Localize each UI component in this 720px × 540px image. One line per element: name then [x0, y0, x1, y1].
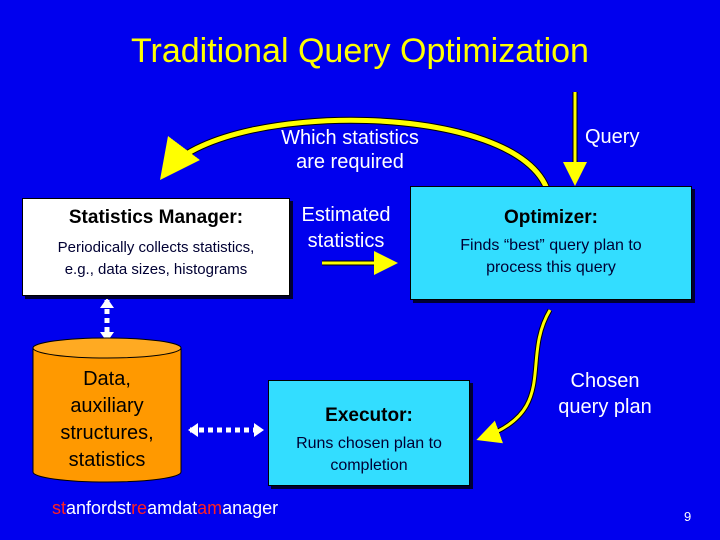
estimated-stats-line1: Estimated — [301, 204, 391, 226]
chosen-plan-arrow — [476, 308, 553, 444]
executor-line1: Runs chosen plan to — [296, 435, 442, 452]
optimizer-line1: Finds “best” query plan to — [460, 237, 642, 254]
brand-footer: stanfordstreamdatamanager — [52, 498, 278, 519]
brand-part-5: am — [197, 498, 223, 518]
required-stats-line2: are required — [296, 151, 404, 173]
brand-part-6: anager — [222, 498, 279, 518]
required-stats-arc — [159, 116, 552, 194]
brand-part-1: st — [52, 498, 67, 518]
brand-part-3: re — [131, 498, 148, 518]
executor-line2: completion — [330, 457, 408, 474]
required-stats-line1: Which statistics — [281, 127, 419, 149]
statistics-manager-line2: e.g., data sizes, histograms — [64, 261, 248, 278]
estimated-stats-line2: statistics — [307, 230, 385, 252]
chosen-plan-line2: query plan — [558, 396, 652, 418]
store-executor-link — [188, 423, 264, 437]
slide-title: Traditional Query Optimization — [131, 32, 589, 70]
data-store-line4: statistics — [68, 449, 146, 471]
statistics-manager-box: Statistics Manager: Periodically collect… — [22, 198, 290, 296]
required-stats-label: Which statistics are required — [240, 126, 460, 174]
optimizer-line2: process this query — [486, 259, 616, 276]
executor-box: Executor: Runs chosen plan to completion — [268, 380, 470, 486]
data-store-cylinder — [32, 337, 182, 483]
optimizer-box: Optimizer: Finds “best” query plan to pr… — [410, 186, 692, 300]
brand-part-4: amdat — [147, 498, 198, 518]
query-label: Query — [585, 126, 640, 148]
estimated-stats-label: Estimated statistics — [286, 202, 406, 254]
chosen-plan-label: Chosen query plan — [530, 368, 680, 420]
optimizer-heading: Optimizer: — [504, 207, 598, 228]
statistics-manager-line1: Periodically collects statistics, — [57, 239, 255, 256]
page-number: 9 — [684, 509, 692, 524]
executor-heading: Executor: — [325, 405, 413, 426]
data-store-line3: structures, — [60, 422, 154, 444]
data-store-label: Data, auxiliary structures, statistics — [33, 366, 181, 474]
brand-part-2: anfordst — [66, 498, 132, 518]
data-store-line2: auxiliary — [70, 395, 144, 417]
statistics-manager-heading: Statistics Manager: — [68, 207, 244, 228]
chosen-plan-line1: Chosen — [570, 370, 640, 392]
stats-store-link — [100, 298, 114, 342]
data-store-line1: Data, — [83, 368, 131, 390]
